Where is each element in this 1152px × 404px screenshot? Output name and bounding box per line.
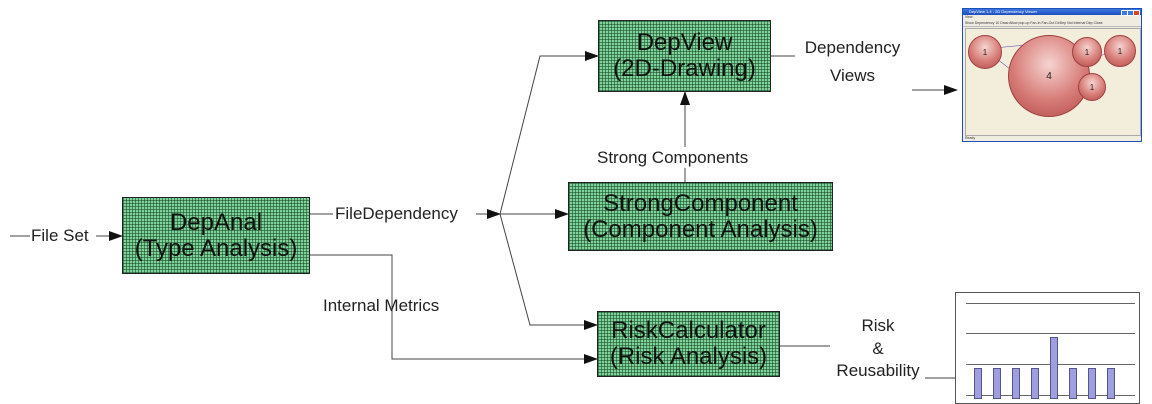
thumbnail-bubble: 1 [968,35,1002,69]
edge-to-risk [499,213,598,330]
riskcalculator-title: RiskCalculator [611,317,766,345]
risk-label-line2: & [872,338,884,358]
depview-title: DepView [636,29,733,57]
strongcomponent-subtitle: (Component Analysis) [583,215,818,243]
strongcomponent-title: StrongComponent [603,189,798,217]
riskcalculator-subtitle: (Risk Analysis) [609,343,768,370]
chart-bar [993,368,1001,399]
strongcomponent-box: StrongComponent (Component Analysis) [568,182,833,251]
depanal-box: DepAnal (Type Analysis) [122,197,310,274]
depanal-title: DepAnal [169,208,263,236]
depview-box: DepView (2D-Drawing) [598,20,771,92]
edge-to-depview [499,51,599,215]
dependency-views-line2: Views [829,65,876,85]
edge-internal-metrics [310,254,598,364]
chart-bar [974,368,982,399]
chart-bar [1050,337,1058,399]
riskcalculator-box: RiskCalculator (Risk Analysis) [597,311,780,377]
file-set-label: File Set [31,226,89,245]
chart-bar [1012,368,1020,399]
chart-bar [1088,368,1096,399]
thumbnail-options: Show Dependency 10 Draw Allow pop-up Fan… [963,20,1141,27]
depanal-subtitle: (Type Analysis) [134,234,298,262]
strong-components-label: Strong Components [597,148,749,167]
dependency-view-thumbnail: DepView 1.4 - 2D Dependency Viewer View … [962,8,1142,142]
depview-subtitle: (2D-Drawing) [613,55,756,82]
thumbnail-canvas: 1 4 1 1 1 [965,28,1141,136]
internal-metrics-label: Internal Metrics [323,296,440,315]
risk-label-line1: Risk [861,316,895,335]
thumbnail-bubble: 1 [1104,35,1136,67]
risk-label-line3: Reusability [836,361,920,381]
chart-gridline [966,303,1135,304]
thumbnail-bubble: 1 [1078,73,1106,101]
thumbnail-titlebar: DepView 1.4 - 2D Dependency Viewer [963,9,1141,15]
thumbnail-status: Ready [965,136,976,140]
risk-bar-chart-thumbnail [955,292,1140,404]
chart-bar [1031,368,1039,399]
file-dependency-label: FileDependency [335,204,458,223]
close-icon [1133,10,1140,16]
thumbnail-menu: View [965,15,973,19]
chart-gridline [966,333,1135,334]
chart-bar [1069,368,1077,399]
chart-bar [1107,368,1115,399]
thumbnail-bubble: 1 [1072,37,1102,67]
dependency-views-line1: Dependency [804,38,901,57]
risk-reusability-label: Risk & Reusability [830,316,926,381]
dependency-views-label: Dependency Views [795,38,910,85]
